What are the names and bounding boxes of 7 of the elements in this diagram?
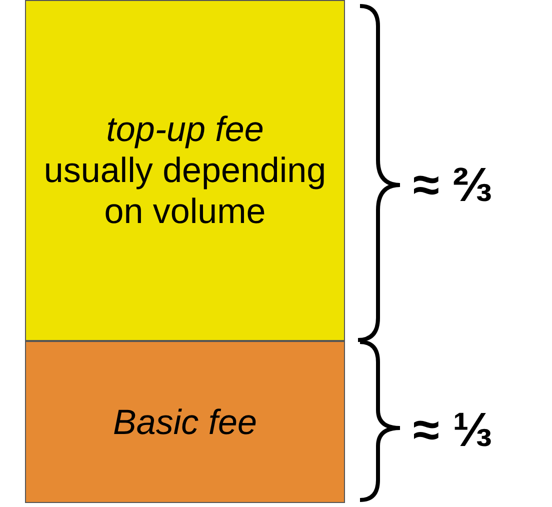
fee-text: Basic fee — [113, 402, 257, 442]
fee-block — [25, 0, 345, 341]
fraction-label: ≈ ⅔ — [413, 160, 493, 212]
fraction-label: ≈ ⅓ — [413, 405, 493, 457]
fee-text: top-up fee — [106, 109, 264, 150]
fee-block — [25, 341, 345, 503]
fee-text: usually depending on volume — [42, 150, 328, 232]
